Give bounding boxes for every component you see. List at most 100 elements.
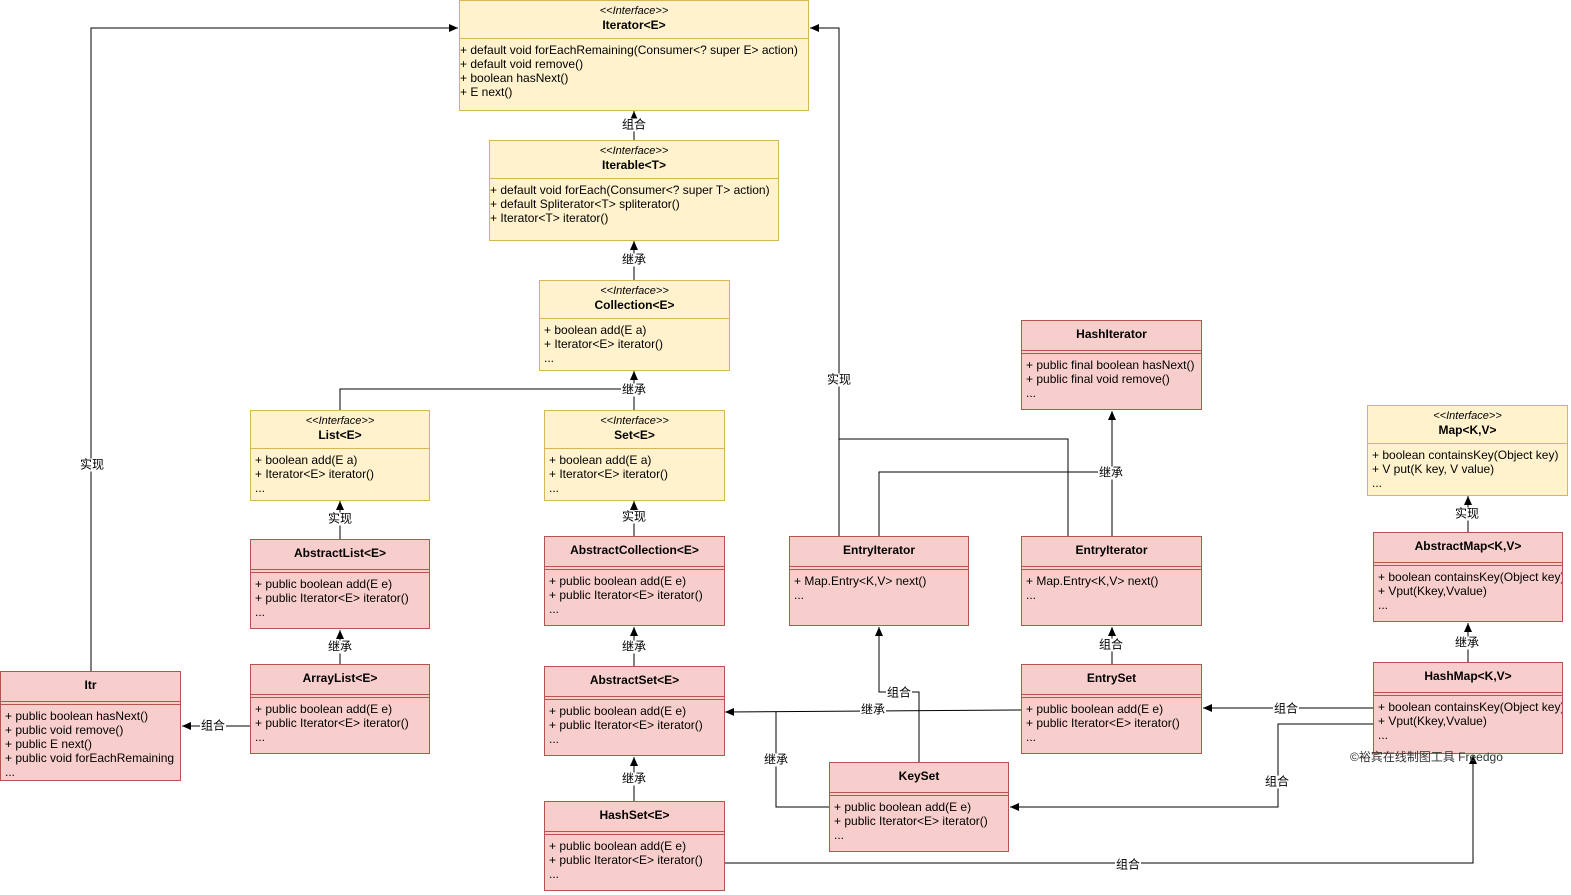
edge-label-compose: 组合 [1114,857,1142,872]
class-set[interactable]: <<Interface>> Set<E> + boolean add(E a) … [544,410,725,501]
class-key-set[interactable]: KeySet + public boolean add(E e) + publi… [829,762,1009,852]
collection-members: + boolean add(E a) + Iterator<E> iterato… [540,319,729,365]
class-collection[interactable]: <<Interface>> Collection<E> + boolean ad… [539,280,730,371]
member: ... [549,481,560,495]
iterator-members: + default void forEachRemaining(Consumer… [460,39,808,99]
class-abstract-map[interactable]: AbstractMap<K,V> + boolean containsKey(O… [1373,532,1563,622]
hash-map-members: + boolean containsKey(Object key) + Vput… [1374,696,1562,742]
class-map[interactable]: <<Interface>> Map<K,V> + boolean contain… [1367,405,1568,496]
iterator-stereotype: <<Interface>> [599,5,669,17]
edge-label-compose: 组合 [885,685,913,700]
map-name: Map<K,V> [1438,423,1497,437]
class-abstract-list[interactable]: AbstractList<E> + public boolean add(E e… [250,539,430,629]
member: + boolean containsKey(Object key) [1372,448,1559,462]
class-hash-set[interactable]: HashSet<E> + public boolean add(E e) + p… [544,801,725,891]
abstract-collection-members: + public boolean add(E e) + public Itera… [545,570,724,616]
class-iterator[interactable]: <<Interface>> Iterator<E> + default void… [459,0,809,111]
member: ... [544,351,555,365]
array-list-name: ArrayList<E> [302,671,378,685]
member: + boolean containsKey(Object key) [1378,570,1562,584]
edge-label-inherit: 继承 [620,382,648,397]
iterable-stereotype: <<Interface>> [599,145,669,157]
member: + boolean add(E a) [544,323,647,337]
edge-label-compose: 组合 [620,117,648,132]
member: + default Spliterator<T> spliterator() [490,197,680,211]
abstract-set-name: AbstractSet<E> [589,673,680,687]
edge-label-compose: 组合 [199,718,227,733]
member: + Map.Entry<K,V> next() [794,574,927,588]
edge-label-implement: 实现 [78,457,106,472]
edge-hashmap-keyset [1010,723,1374,811]
itr-members: + public boolean hasNext() + public void… [1,705,180,779]
entry-iterator-right-members: + Map.Entry<K,V> next() ... [1022,570,1201,602]
hash-map-name: HashMap<K,V> [1424,669,1512,683]
member: ... [549,732,560,746]
member: ... [1026,588,1037,602]
member: + V put(K key, V value) [1372,462,1495,476]
edge-entryiterator-hashiterator [878,471,1112,537]
member: + public boolean hasNext() [5,709,149,723]
member: + public E next() [5,737,93,751]
edge-label-implement: 实现 [1453,506,1481,521]
edge-label-implement: 实现 [620,509,648,524]
member: + public Iterator<E> iterator() [1026,716,1180,730]
member: + public boolean add(E e) [834,800,972,814]
class-entry-iterator-left[interactable]: EntryIterator + Map.Entry<K,V> next() ..… [789,536,969,626]
member: ... [255,481,266,495]
edge-itr-iterator [90,24,458,672]
member: ... [255,730,266,744]
member: + public boolean add(E e) [255,702,393,716]
member: + E next() [460,85,513,99]
class-entry-set[interactable]: EntrySet + public boolean add(E e) + pub… [1021,664,1202,754]
entry-iterator-left-members: + Map.Entry<K,V> next() ... [790,570,968,602]
hash-iterator-members: + public final boolean hasNext() + publi… [1022,354,1201,400]
member: + public Iterator<E> iterator() [549,853,703,867]
member: + Map.Entry<K,V> next() [1026,574,1159,588]
abstract-set-members: + public boolean add(E e) + public Itera… [545,700,724,746]
member: + Iterator<E> iterator() [549,467,669,481]
abstract-list-name: AbstractList<E> [293,546,387,560]
member: ... [1026,386,1037,400]
edge-label-inherit: 继承 [1453,635,1481,650]
member: + boolean add(E a) [255,453,358,467]
edge-entryiterator2-iterator [839,438,1069,537]
class-hash-map[interactable]: HashMap<K,V> + boolean containsKey(Objec… [1373,662,1563,754]
member: + Iterator<T> iterator() [490,211,609,225]
member: + public void forEachRemaining [5,751,175,765]
collection-stereotype: <<Interface>> [600,285,669,297]
member: ... [1372,476,1383,490]
edge-label-inherit: 继承 [859,702,887,717]
class-iterable[interactable]: <<Interface>> Iterable<T> + default void… [489,140,779,241]
edge-list-collection [339,388,634,411]
entry-iterator-right-name: EntryIterator [1075,543,1148,557]
class-entry-iterator-right[interactable]: EntryIterator + Map.Entry<K,V> next() ..… [1021,536,1202,626]
itr-name: Itr [84,678,97,692]
member: + public Iterator<E> iterator() [255,716,409,730]
abstract-collection-name: AbstractCollection<E> [570,543,699,557]
member: + Iterator<E> iterator() [255,467,375,481]
abstract-map-members: + boolean containsKey(Object key) + Vput… [1374,566,1562,612]
class-itr[interactable]: Itr + public boolean hasNext() + public … [0,671,181,781]
class-abstract-set[interactable]: AbstractSet<E> + public boolean add(E e)… [544,666,725,756]
set-name: Set<E> [614,428,655,442]
map-members: + boolean containsKey(Object key) + V pu… [1368,444,1567,490]
list-members: + boolean add(E a) + Iterator<E> iterato… [251,449,429,495]
hash-set-members: + public boolean add(E e) + public Itera… [545,835,724,881]
key-set-name: KeySet [898,769,940,783]
member: + public boolean add(E e) [549,839,687,853]
entry-set-members: + public boolean add(E e) + public Itera… [1022,698,1201,744]
member: + public final void remove() [1026,372,1170,386]
iterable-name: Iterable<T> [601,158,667,172]
map-stereotype: <<Interface>> [1433,410,1502,422]
edge-label-inherit: 继承 [620,252,648,267]
list-name: List<E> [318,428,362,442]
edge-label-inherit: 继承 [762,752,790,767]
member: + Iterator<E> iterator() [544,337,664,351]
entry-iterator-left-name: EntryIterator [842,543,916,557]
class-array-list[interactable]: ArrayList<E> + public boolean add(E e) +… [250,664,430,754]
edge-label-compose: 组合 [1097,637,1125,652]
class-list[interactable]: <<Interface>> List<E> + boolean add(E a)… [250,410,430,501]
class-abstract-collection[interactable]: AbstractCollection<E> + public boolean a… [544,536,725,626]
class-hash-iterator[interactable]: HashIterator + public final boolean hasN… [1021,320,1202,410]
edge-hashset-hashmap [725,755,1477,864]
